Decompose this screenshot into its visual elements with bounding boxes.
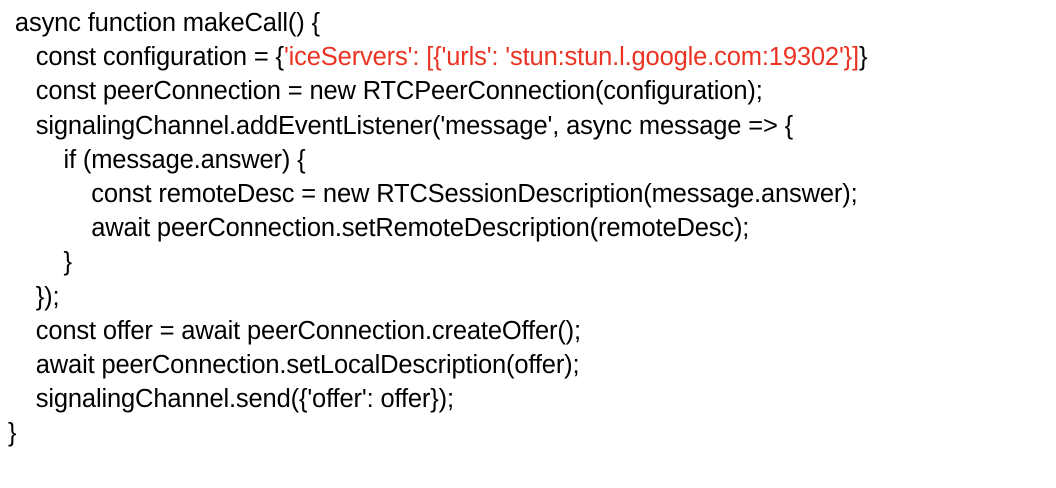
code-indent (8, 180, 91, 208)
code-indent (8, 112, 36, 140)
code-line: async function makeCall() { (8, 6, 1056, 40)
code-token: }); (35, 282, 60, 311)
code-token: async function makeCall() { (8, 9, 320, 37)
code-token: } (8, 419, 17, 448)
code-indent (8, 214, 91, 242)
code-indent (8, 351, 36, 379)
code-line: } (8, 245, 1056, 279)
code-lines-container: async function makeCall() { const config… (8, 6, 1056, 450)
code-line: if (message.answer) { (8, 143, 1056, 177)
code-indent (8, 146, 63, 174)
code-line: await peerConnection.setLocalDescription… (8, 348, 1056, 382)
code-indent (8, 317, 36, 345)
code-line: signalingChannel.addEventListener('messa… (8, 109, 1056, 143)
code-token: await peerConnection.setLocalDescription… (35, 350, 580, 379)
code-indent (8, 43, 36, 71)
code-line: } (8, 416, 1056, 450)
code-token: const peerConnection = new RTCPeerConnec… (35, 77, 763, 106)
code-token: const configuration = { (35, 43, 284, 72)
code-token: } (63, 248, 72, 277)
code-line: await peerConnection.setRemoteDescriptio… (8, 211, 1056, 245)
code-line: }); (8, 280, 1056, 314)
code-line: const offer = await peerConnection.creat… (8, 314, 1056, 348)
code-token: const offer = await peerConnection.creat… (35, 316, 581, 345)
code-indent (8, 77, 36, 105)
code-line: signalingChannel.send({'offer': offer}); (8, 382, 1056, 416)
code-line: const remoteDesc = new RTCSessionDescrip… (8, 177, 1056, 211)
code-token: const remoteDesc = new RTCSessionDescrip… (91, 179, 858, 208)
code-indent (8, 283, 36, 311)
code-line: const configuration = {'iceServers': [{'… (8, 40, 1056, 74)
code-indent (8, 385, 36, 413)
code-token: signalingChannel.addEventListener('messa… (35, 111, 794, 140)
code-token: await peerConnection.setRemoteDescriptio… (91, 214, 750, 243)
code-token-highlighted: 'iceServers': [{'urls': 'stun:stun.l.goo… (283, 43, 859, 72)
code-token: signalingChannel.send({'offer': offer}); (35, 385, 454, 414)
code-line: const peerConnection = new RTCPeerConnec… (8, 74, 1056, 108)
code-token: } (858, 43, 868, 72)
code-indent (8, 248, 63, 276)
code-token: if (message.answer) { (63, 145, 306, 174)
